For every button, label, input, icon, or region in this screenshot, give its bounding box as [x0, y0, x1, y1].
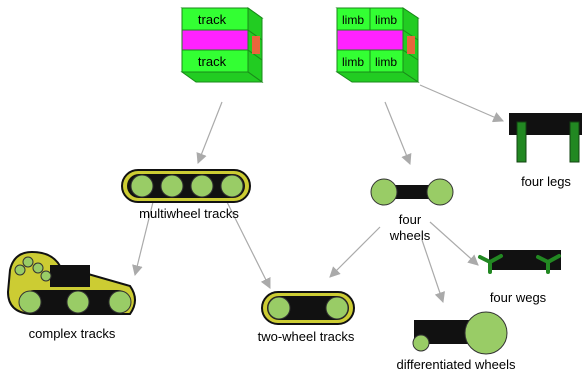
four-wheels-node: four wheels [370, 178, 454, 243]
orange-side-panel [407, 36, 415, 54]
arrow-multiwheel-to-complex [132, 201, 154, 277]
complex-tracks-node: complex tracks [6, 250, 136, 341]
arrow-four-wheels-to-two-wheel [329, 226, 381, 278]
arrows [132, 84, 504, 304]
cube-top-label: track [198, 12, 227, 27]
two-wheel-tracks-label: two-wheel tracks [258, 329, 355, 344]
differentiated-wheels-node: differentiated wheels [396, 311, 516, 372]
four-wegs-node: four wegs [478, 250, 561, 305]
arrow-track-cube-to-multiwheel [196, 101, 223, 165]
complex-tracks-label: complex tracks [29, 326, 116, 341]
weg-left [478, 254, 503, 274]
cube-limb-label-2: limb [375, 13, 397, 27]
cube-bottom-label: track [198, 54, 227, 69]
cube-limb-label-1: limb [342, 13, 364, 27]
arrow-multiwheel-to-two-wheel [226, 201, 271, 289]
four-legs-label: four legs [521, 174, 571, 189]
cube-limb-label-4: limb [375, 55, 397, 69]
track-module-cube: track track [180, 7, 264, 83]
arrow-limb-cube-to-four-wheels [384, 101, 412, 166]
weg-right [536, 254, 561, 274]
multiwheel-tracks-label: multiwheel tracks [139, 206, 239, 221]
multiwheel-tracks-node: multiwheel tracks [121, 169, 251, 221]
four-legs-node: four legs [509, 113, 582, 189]
limb-module-cube: limb limb limb limb [335, 7, 420, 83]
two-wheel-tracks-node: two-wheel tracks [258, 291, 355, 344]
arrow-four-wheels-to-differentiated [421, 239, 445, 304]
arrow-four-wheels-to-four-wegs [429, 221, 479, 266]
orange-side-panel [252, 36, 260, 54]
four-wheels-label-line1: four [399, 212, 422, 227]
arrow-limb-cube-to-four-legs [419, 84, 504, 123]
four-wegs-label: four wegs [490, 290, 547, 305]
cube-limb-label-3: limb [342, 55, 364, 69]
four-wheels-label-line2: wheels [389, 228, 431, 243]
differentiated-wheels-label: differentiated wheels [396, 357, 516, 372]
